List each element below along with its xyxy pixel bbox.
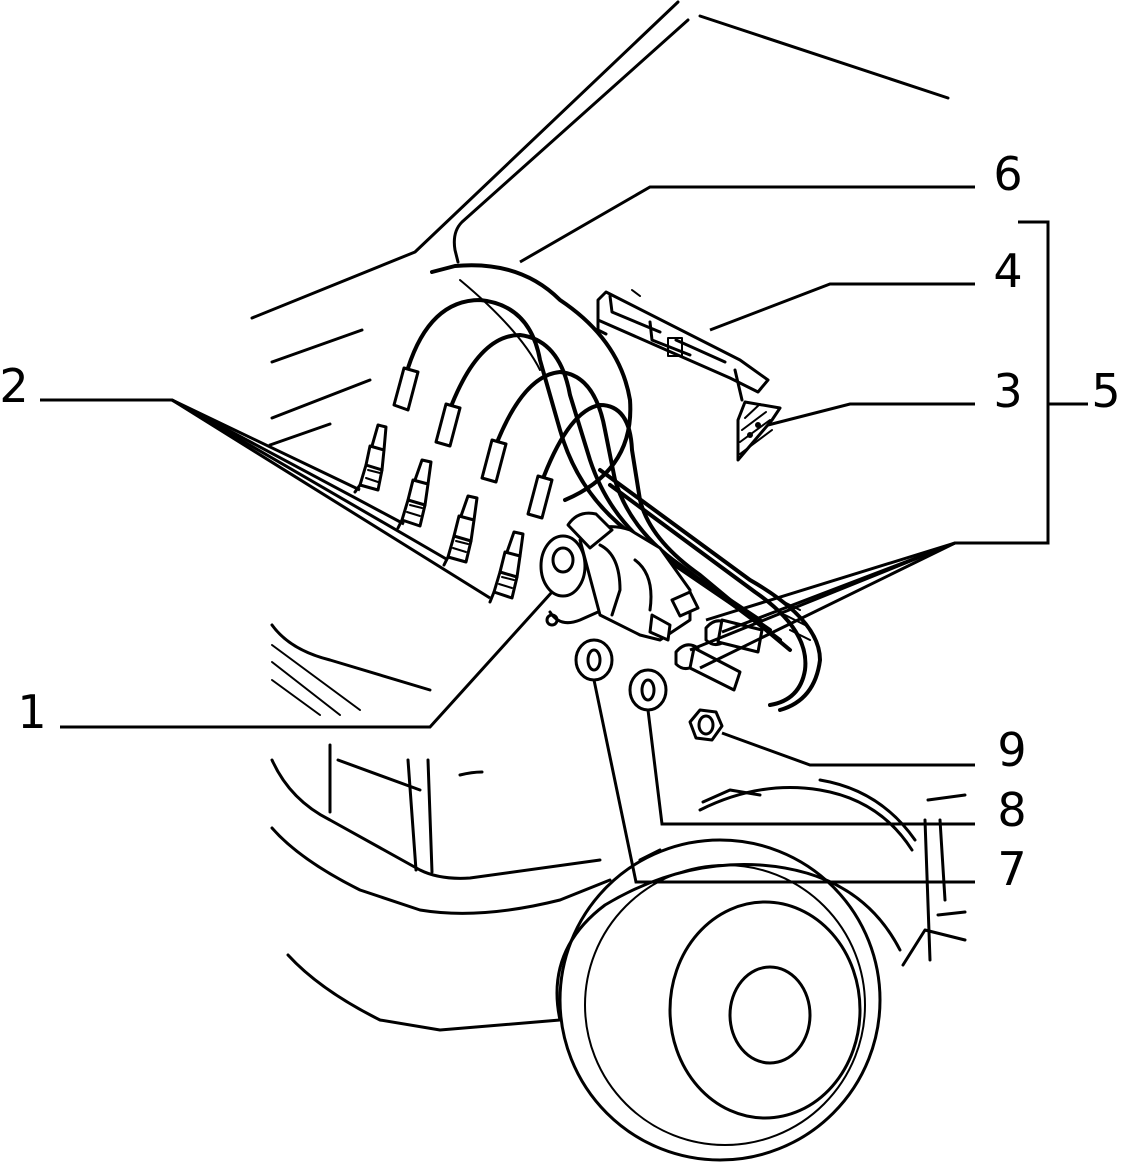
callout-4: 4 <box>993 244 1022 298</box>
cable-clip <box>736 400 782 462</box>
callout-7: 7 <box>997 842 1026 896</box>
callout-labels: 6 4 3 5 2 1 9 8 7 <box>0 147 1121 896</box>
spark-plugs <box>353 423 525 604</box>
washer-7 <box>574 638 614 682</box>
spark-plug-1 <box>353 423 388 494</box>
callout-3: 3 <box>993 364 1022 418</box>
spark-plug-4 <box>488 530 525 604</box>
callout-9: 9 <box>997 723 1026 777</box>
callout-1: 1 <box>17 685 46 739</box>
front-wheel <box>558 778 967 1162</box>
distributor <box>539 511 764 692</box>
ignition-cables <box>392 263 822 712</box>
car-body-outline <box>250 0 950 1032</box>
spark-plug-3 <box>442 494 479 567</box>
washer-8 <box>628 668 668 712</box>
callout-8: 8 <box>997 783 1026 837</box>
spark-plug-2 <box>396 458 433 530</box>
nut-9 <box>688 708 724 742</box>
leader-lines <box>40 185 1088 884</box>
cable-holder-bracket <box>596 289 770 402</box>
callout-2: 2 <box>0 359 29 413</box>
callout-5: 5 <box>1091 364 1120 418</box>
callout-6: 6 <box>993 147 1022 201</box>
